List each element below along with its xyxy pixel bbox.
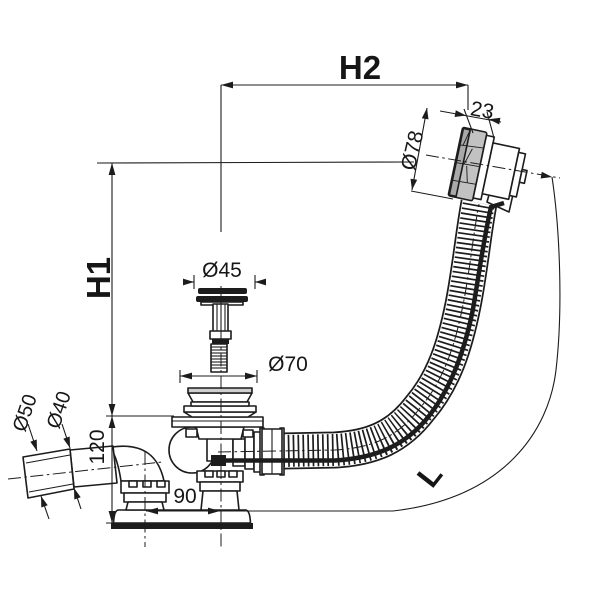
outlet-elbow [110, 445, 165, 482]
inlet-nut [196, 470, 244, 511]
dim-label-78: Ø78 [397, 129, 428, 173]
dim-label-90: 90 [173, 485, 196, 508]
drain-flange-top [187, 387, 253, 394]
drain-plug [196, 288, 248, 373]
plug-cap [198, 288, 247, 294]
trap-base [111, 509, 253, 529]
centerlines [7, 154, 561, 547]
dim-label-h2: H2 [339, 49, 381, 86]
dim-plug-45: Ø45 [183, 259, 266, 289]
dim-label-L: L [410, 457, 449, 493]
dim-label-23: 23 [469, 97, 496, 124]
overflow-head [447, 126, 528, 213]
dim-h2: H2 [220, 49, 469, 232]
dim-flange-70: Ø70 [179, 353, 308, 383]
hose-cable-stripe [221, 200, 505, 463]
dim-label-70: Ø70 [268, 353, 308, 376]
dim-label-120: 120 [86, 429, 109, 464]
dim-120: 120 [86, 415, 174, 524]
bayonet-tab-right [242, 429, 254, 438]
bayonet-tab-left [185, 428, 198, 438]
flange-neck [195, 426, 245, 440]
dim-overflow-78: Ø78 [397, 107, 454, 200]
outlet-sleeve [22, 448, 75, 499]
dim-h1: H1 [80, 161, 415, 416]
base-skirt [112, 509, 252, 524]
dim-cap-23: 23 [439, 97, 502, 139]
dim-label-50: Ø50 [9, 392, 42, 435]
dim-offset-90: 90 [146, 485, 393, 515]
overflow-nipple [518, 168, 528, 185]
cable-anchor [211, 455, 226, 466]
dim-label-h1: H1 [80, 257, 117, 299]
drain-flange [171, 387, 264, 440]
base-bottom [111, 523, 253, 529]
dim-label-40: Ø40 [43, 389, 76, 432]
dim-label-45: Ø45 [202, 259, 242, 282]
flange-lower-ring [183, 405, 257, 413]
corrugated-hose [282, 199, 498, 470]
clamp-plate [171, 416, 264, 428]
